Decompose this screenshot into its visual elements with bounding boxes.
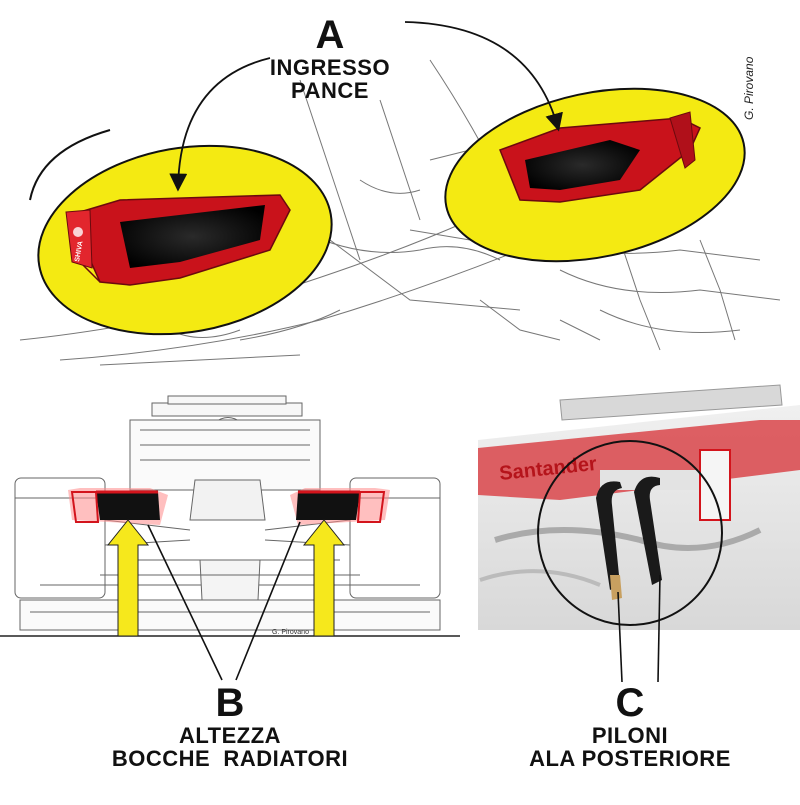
label-b: B ALTEZZA BOCCHE RADIATORI: [95, 682, 365, 770]
front-view-car: [0, 395, 460, 637]
label-a-line2: PANCE: [291, 78, 369, 104]
badge-text: SHIVA: [74, 241, 85, 263]
pointer-lines-b: [147, 521, 301, 681]
label-a-line1: INGRESSO: [269, 55, 391, 80]
label-a: A INGRESSO PANCE: [250, 14, 410, 102]
sidepod-inlet-right: [499, 111, 701, 203]
radiator-inlet-left: [68, 488, 168, 525]
label-b-line1: ALTEZZA: [178, 723, 282, 748]
pointer-lines-c: [617, 574, 661, 683]
label-c-line2: ALA POSTERIORE: [529, 746, 731, 772]
label-c-letter: C: [615, 681, 645, 725]
rear-wing-render: Santander: [478, 384, 800, 630]
label-c: C PILONI ALA POSTERIORE: [500, 682, 760, 770]
artist-signature: G. Pirovano: [742, 56, 756, 120]
sidepod-inlet-left: SHIVA: [65, 194, 291, 286]
label-b-letter: B: [215, 681, 245, 725]
artist-signature-small: G. Pirovano: [272, 629, 309, 636]
height-arrow-right: [302, 519, 346, 637]
radiator-inlet-right: [290, 488, 390, 525]
arrows-a: [169, 21, 563, 192]
label-a-letter: A: [315, 13, 345, 57]
height-arrow-left: [106, 519, 150, 637]
label-c-line1: PILONI: [591, 723, 669, 748]
label-b-line2: BOCCHE RADIATORI: [111, 746, 349, 772]
